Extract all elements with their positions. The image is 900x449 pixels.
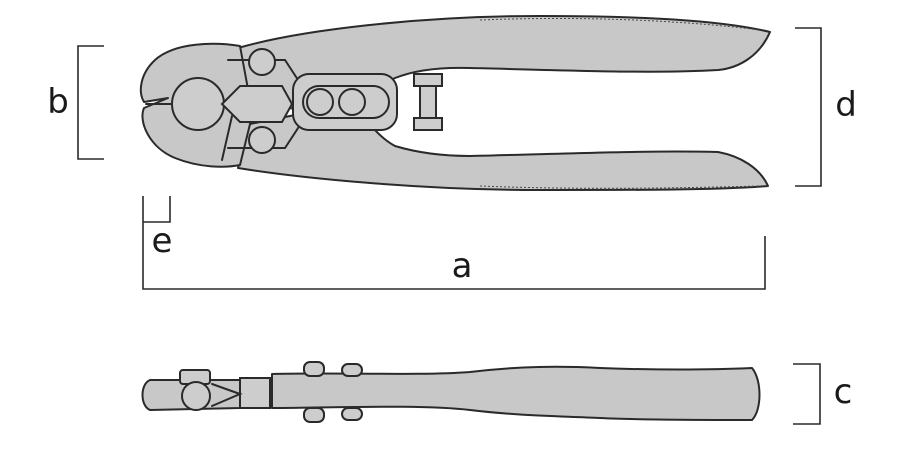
lower-handle [237,113,769,191]
dimension-label-c: c [834,372,853,412]
dimension-e-bracket [143,196,171,223]
jaw-pivot-bolt [171,77,225,131]
cutter-side-view [139,15,771,191]
upper-link-plate [227,59,303,87]
adjustment-bolt-left [306,88,334,116]
lower-grip-texture [479,185,761,189]
dimension-label-a: a [452,246,473,286]
upper-pivot-bolt [248,48,276,76]
collar-top-view [239,377,271,409]
handle-body-top-view [271,365,761,421]
dimension-b-bracket [77,45,104,160]
dimension-label-b: b [47,82,69,122]
dimension-label-e: e [152,221,173,261]
adjustment-bolt-right [338,88,366,116]
adjuster-screw [419,85,437,119]
adjuster-nut-top [413,73,443,87]
lower-link-plate [227,121,303,149]
lower-pivot-bolt [248,126,276,154]
plate-bolt-lower-left [303,407,325,423]
dimension-c-bracket [793,363,821,425]
head-bolt-top-view [181,381,211,411]
upper-grip-texture [479,17,761,31]
adjuster-nut-bottom [413,117,443,131]
plate-bolt-lower-right [341,407,363,421]
jaw-edge-line [221,115,233,161]
dimension-label-d: d [835,85,857,125]
blade-wedge-top-view [211,383,243,407]
plate-bolt-upper-right [341,363,363,377]
dimension-d-bracket [795,27,822,187]
dimension-a-bracket [142,196,766,290]
plate-bolt-upper-left [303,361,325,377]
cutter-top-view [141,361,761,423]
dimension-annotations: a e b d c [47,27,857,425]
